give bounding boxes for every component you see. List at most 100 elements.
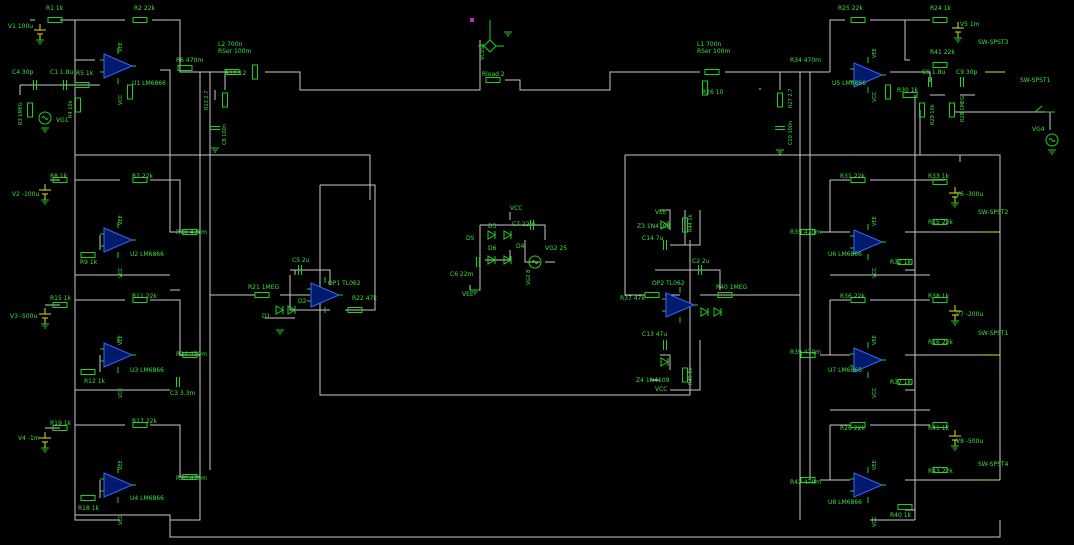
label-u5: U5 LM6866 <box>832 80 866 87</box>
right-output-stage <box>800 17 1059 510</box>
label-r13: R13 2.7 <box>204 91 210 110</box>
label-vg2b: VG2 8 <box>526 270 532 285</box>
label-r29: R29 10k <box>930 104 936 125</box>
label-r43: R43 22k <box>928 468 953 475</box>
label-v3: V3 -500u <box>10 313 37 320</box>
label-r27: R27 2.7 <box>788 89 794 108</box>
label-l1: L1 700n <box>697 41 722 48</box>
label-r38: R38 1k <box>928 293 950 300</box>
label-op2: OP2 TL062 <box>652 280 685 287</box>
label-r7: R7 22k <box>132 173 154 180</box>
label-r4: R4 10k <box>68 100 74 118</box>
label-v7: V7 -200u <box>956 311 983 318</box>
label-d4: D4 <box>516 243 525 250</box>
label-vcvs1: VCVS1 <box>480 43 486 60</box>
label-r31: R31 22k <box>840 173 865 180</box>
label-sw1: SW-SPST3 <box>978 39 1009 46</box>
label-r40: R40 1MEG <box>716 284 747 291</box>
label-r17: R17 22k <box>132 418 157 425</box>
label-r41: R41 22k <box>930 49 955 56</box>
label-c8: C8 100n <box>222 124 228 145</box>
label-r3: R3 1MEG <box>18 102 24 125</box>
label-r41b: R41 1k <box>928 425 950 432</box>
label-v5: V5 1m <box>960 21 980 28</box>
label-z3: Z3 1N4109 <box>637 223 671 230</box>
label-c1: C1 1.8u <box>50 69 73 76</box>
label-u1: U1 LM6866 <box>132 80 166 87</box>
label-r25: R25 22k <box>838 5 863 12</box>
label-r35: R35 470m <box>790 229 821 236</box>
label-r15b: R15 22k <box>928 219 953 226</box>
label-vcc-u1: VCC <box>118 94 124 105</box>
label-vee-u8: VEE <box>872 460 878 470</box>
label-r21: R21 1MEG <box>248 284 279 291</box>
label-c7: C7 22m <box>512 221 536 228</box>
label-op1: OP1 TL062 <box>328 280 361 287</box>
label-r19: R19 1k <box>50 420 72 427</box>
label-vcc-u2: VCC <box>118 267 124 278</box>
label-r18: R18 1k <box>78 505 100 512</box>
label-r26b: R26 22k <box>840 425 865 432</box>
label-r40b: R40 1k <box>890 512 912 519</box>
label-sw2: SW-SPST2 <box>978 209 1009 216</box>
label-d2: D2 <box>298 298 307 305</box>
center-stage <box>254 18 786 383</box>
label-r14: R14 470m <box>176 351 207 358</box>
label-c13: C13 47u <box>642 331 667 338</box>
label-sw5: SW-SPST4 <box>978 461 1009 468</box>
label-r11: R11 22k <box>132 293 157 300</box>
label-v2: V2 -100u <box>12 191 39 198</box>
wire-network <box>19 19 1051 538</box>
label-vcc-u5: VCC <box>872 91 878 102</box>
label-c9b: C9 30p <box>956 69 978 76</box>
label-vcc-u3: VCC <box>118 387 124 398</box>
label-u7: U7 LM6866 <box>828 367 862 374</box>
label-sw3: SW-SPST1 <box>978 330 1009 337</box>
label-r24: R24 1k <box>930 5 952 12</box>
label-r10: R10 470m <box>176 229 207 236</box>
label-c14: C14 7u <box>642 235 664 242</box>
label-vee-u4: VEE <box>118 460 124 470</box>
vcvs-source <box>470 18 513 53</box>
label-r37b: R37 1k <box>890 379 912 386</box>
label-rser2: RSer 100m <box>218 48 251 55</box>
label-vee-center: VEE <box>462 291 474 298</box>
label-z4: Z4 1N4109 <box>636 377 670 384</box>
label-u4: U4 LM6866 <box>130 495 164 502</box>
label-vee-u1: VEE <box>118 42 124 52</box>
label-r20: R20 470m <box>176 475 207 482</box>
label-v6: V6 -300u <box>956 191 983 198</box>
label-vcc-center: VCC <box>510 205 522 212</box>
label-rser1: RSer 100m <box>697 48 730 55</box>
label-r8: R8 1k <box>50 173 68 180</box>
label-r42: R42 470m <box>790 479 821 486</box>
label-c3: C3 3.3m <box>170 390 195 397</box>
label-vg4: VG4 <box>1032 126 1045 133</box>
label-c5: C5 2u <box>292 257 310 264</box>
label-l2: L2 700n <box>218 41 243 48</box>
label-vee-u6: VEE <box>872 216 878 226</box>
label-r37: R37 47k <box>620 295 645 302</box>
label-r44: R44 1k <box>688 214 694 232</box>
label-r22: R22 47k <box>352 295 377 302</box>
label-vg1: VG1 <box>56 117 69 124</box>
label-d6: D6 <box>488 245 497 252</box>
label-r39: R39 470m <box>790 349 821 356</box>
label-v1: V1 100u <box>8 23 33 30</box>
label-c10: C10 100n <box>788 121 794 145</box>
label-r12: R12 12 <box>225 70 247 77</box>
left-input-stage <box>27 17 258 504</box>
label-d5: D5 <box>466 235 475 242</box>
label-vee-u5: VEE <box>872 48 878 58</box>
label-sw4: SW-SPST1 <box>1020 77 1051 84</box>
label-vcc-op2: VCC <box>655 386 667 393</box>
label-r15: R15 1k <box>50 295 72 302</box>
label-r1: R1 1k <box>46 5 64 12</box>
label-vcc-u4: VCC <box>118 514 124 525</box>
label-vcc-u8: VCC <box>872 516 878 527</box>
label-c4: C4 30p <box>12 69 34 76</box>
label-vcc-u6: VCC <box>872 267 878 278</box>
label-c6: C6 22m <box>450 271 474 278</box>
label-u2: U2 LM6866 <box>130 251 164 258</box>
